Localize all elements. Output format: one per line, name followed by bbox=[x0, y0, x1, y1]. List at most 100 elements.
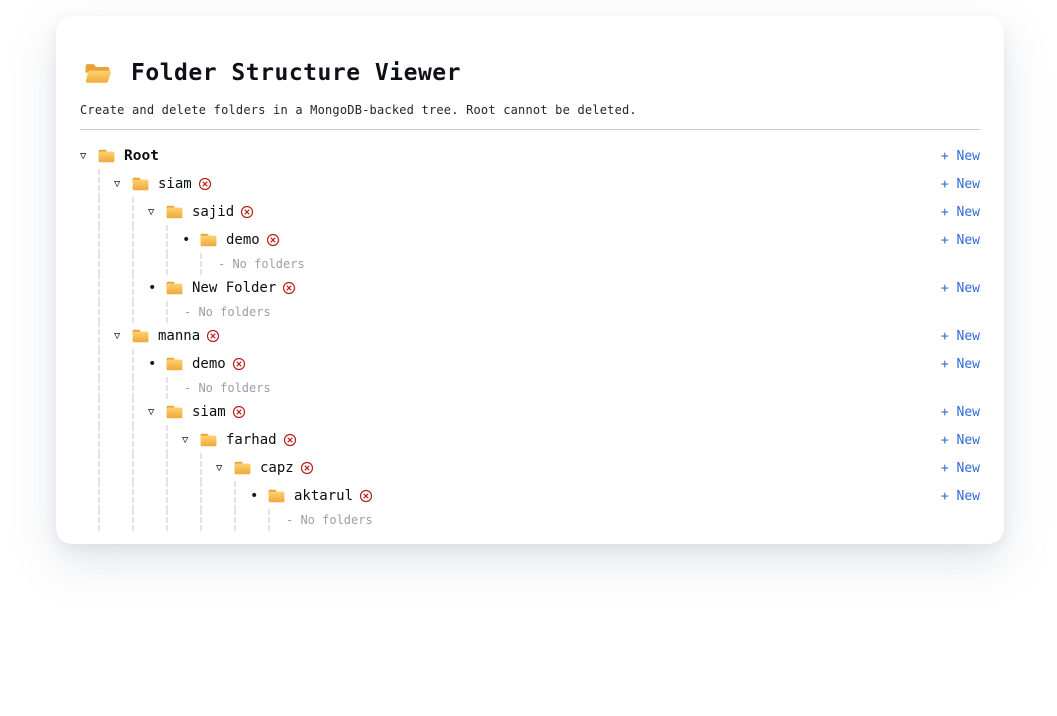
tree-guide bbox=[182, 481, 216, 511]
empty-row: - No folders bbox=[80, 253, 980, 275]
folder-icon bbox=[166, 281, 183, 295]
folder-icon bbox=[166, 405, 183, 419]
delete-folder-button[interactable] bbox=[300, 461, 314, 475]
tree-guide bbox=[80, 453, 114, 483]
folder-icon bbox=[200, 233, 217, 247]
leaf-bullet-icon: • bbox=[148, 280, 157, 296]
delete-folder-button[interactable] bbox=[198, 177, 212, 191]
tree-row: ▽ siam + New bbox=[80, 397, 980, 427]
folder-name: demo bbox=[192, 356, 226, 372]
tree-row: • aktarul + New bbox=[80, 481, 980, 511]
folder-name: siam bbox=[158, 176, 192, 192]
tree-guide bbox=[114, 425, 148, 455]
tree-guide bbox=[114, 253, 148, 275]
empty-row: - No folders bbox=[80, 301, 980, 323]
delete-folder-button[interactable] bbox=[232, 405, 246, 419]
folder-tree: ▽ Root + New ▽ siam + New ▽ bbox=[80, 142, 980, 531]
tree-guide bbox=[148, 425, 182, 455]
collapse-toggle-icon[interactable]: ▽ bbox=[114, 329, 121, 342]
tree-row: • demo + New bbox=[80, 349, 980, 379]
leaf-bullet-icon: • bbox=[250, 488, 259, 504]
tree-guide bbox=[80, 425, 114, 455]
folder-viewer-card: Folder Structure Viewer Create and delet… bbox=[56, 16, 1004, 544]
tree-guide bbox=[80, 225, 114, 255]
new-folder-button[interactable]: + New bbox=[940, 232, 980, 248]
tree-guide bbox=[80, 349, 114, 379]
tree-row: ▽ sajid + New bbox=[80, 197, 980, 227]
tree-guide bbox=[80, 197, 114, 227]
no-folders-label: - No folders bbox=[286, 513, 373, 527]
header: Folder Structure Viewer bbox=[80, 60, 980, 86]
collapse-toggle-icon[interactable]: ▽ bbox=[148, 405, 155, 418]
tree-guide bbox=[80, 377, 114, 399]
no-folders-label: - No folders bbox=[218, 257, 305, 271]
new-folder-button[interactable]: + New bbox=[940, 404, 980, 420]
page-title: Folder Structure Viewer bbox=[131, 60, 461, 86]
open-folder-icon bbox=[84, 62, 111, 85]
folder-icon bbox=[200, 433, 217, 447]
new-folder-button[interactable]: + New bbox=[940, 176, 980, 192]
tree-guide bbox=[148, 225, 182, 255]
delete-folder-button[interactable] bbox=[266, 233, 280, 247]
tree-guide bbox=[80, 273, 114, 303]
new-folder-button[interactable]: + New bbox=[940, 488, 980, 504]
tree-guide bbox=[148, 453, 182, 483]
delete-folder-button[interactable] bbox=[359, 489, 373, 503]
folder-name: farhad bbox=[226, 432, 277, 448]
no-folders-label: - No folders bbox=[184, 305, 271, 319]
folder-name: siam bbox=[192, 404, 226, 420]
tree-guide bbox=[80, 397, 114, 427]
folder-name: Root bbox=[124, 148, 159, 164]
folder-name: New Folder bbox=[192, 280, 277, 296]
tree-guide bbox=[114, 453, 148, 483]
tree-guide bbox=[114, 509, 148, 531]
folder-name: manna bbox=[158, 328, 201, 344]
no-folders-label: - No folders bbox=[184, 381, 271, 395]
tree-guide bbox=[80, 509, 114, 531]
delete-folder-button[interactable] bbox=[232, 357, 246, 371]
tree-guide bbox=[148, 509, 182, 531]
delete-folder-button[interactable] bbox=[206, 329, 220, 343]
folder-icon bbox=[98, 149, 115, 163]
tree-guide bbox=[216, 509, 250, 531]
folder-icon bbox=[268, 489, 285, 503]
leaf-bullet-icon: • bbox=[182, 232, 191, 248]
tree-guide bbox=[114, 481, 148, 511]
delete-folder-button[interactable] bbox=[240, 205, 254, 219]
leaf-bullet-icon: • bbox=[148, 356, 157, 372]
empty-row: - No folders bbox=[80, 509, 980, 531]
tree-guide bbox=[114, 301, 148, 323]
collapse-toggle-icon[interactable]: ▽ bbox=[80, 149, 87, 162]
collapse-toggle-icon[interactable]: ▽ bbox=[216, 461, 223, 474]
tree-guide bbox=[182, 509, 216, 531]
folder-icon bbox=[132, 329, 149, 343]
tree-guide bbox=[148, 481, 182, 511]
folder-name: capz bbox=[260, 460, 294, 476]
delete-folder-button[interactable] bbox=[282, 281, 296, 295]
tree-guide bbox=[148, 253, 182, 275]
tree-row: ▽ farhad + New bbox=[80, 425, 980, 455]
new-folder-button[interactable]: + New bbox=[940, 356, 980, 372]
new-folder-button[interactable]: + New bbox=[940, 204, 980, 220]
tree-guide bbox=[80, 169, 114, 199]
new-folder-button[interactable]: + New bbox=[940, 280, 980, 296]
new-folder-button[interactable]: + New bbox=[940, 432, 980, 448]
tree-guide bbox=[80, 481, 114, 511]
delete-folder-button[interactable] bbox=[283, 433, 297, 447]
tree-row: ▽ capz + New bbox=[80, 453, 980, 483]
new-folder-button[interactable]: + New bbox=[940, 460, 980, 476]
folder-icon bbox=[234, 461, 251, 475]
tree-guide bbox=[216, 481, 250, 511]
page-subtitle: Create and delete folders in a MongoDB-b… bbox=[80, 103, 637, 117]
collapse-toggle-icon[interactable]: ▽ bbox=[114, 177, 121, 190]
tree-guide bbox=[114, 273, 148, 303]
folder-name: demo bbox=[226, 232, 260, 248]
collapse-toggle-icon[interactable]: ▽ bbox=[148, 205, 155, 218]
tree-guide bbox=[182, 253, 216, 275]
tree-row: ▽ siam + New bbox=[80, 169, 980, 199]
collapse-toggle-icon[interactable]: ▽ bbox=[182, 433, 189, 446]
new-folder-button[interactable]: + New bbox=[940, 148, 980, 164]
new-folder-button[interactable]: + New bbox=[940, 328, 980, 344]
tree-row: • New Folder + New bbox=[80, 273, 980, 303]
